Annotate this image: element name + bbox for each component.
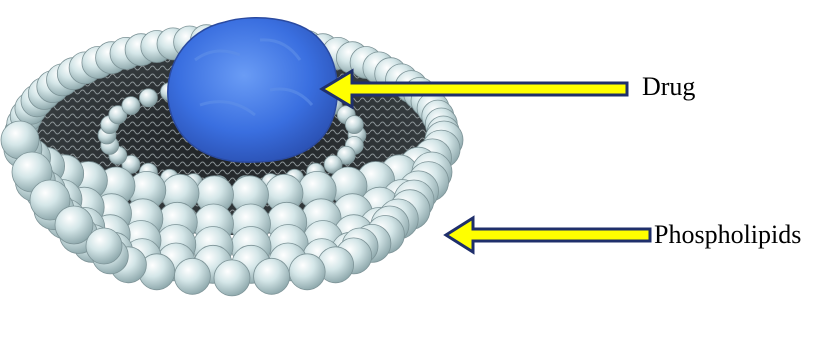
phospholipids-label: Phospholipids: [654, 222, 801, 248]
drug-core: [168, 18, 338, 162]
phospholipid-head: [86, 228, 122, 264]
phospholipid-head: [254, 258, 290, 294]
inner-phospholipid-head: [122, 97, 140, 115]
inner-phospholipid-head: [345, 116, 363, 134]
inner-phospholipid-head: [139, 89, 157, 107]
phospholipid-head: [214, 260, 250, 296]
drug-label: Drug: [642, 74, 695, 100]
phospholipid-head: [289, 254, 325, 290]
phospholipid-head: [174, 258, 210, 294]
phospholipids-arrow: [446, 218, 650, 252]
